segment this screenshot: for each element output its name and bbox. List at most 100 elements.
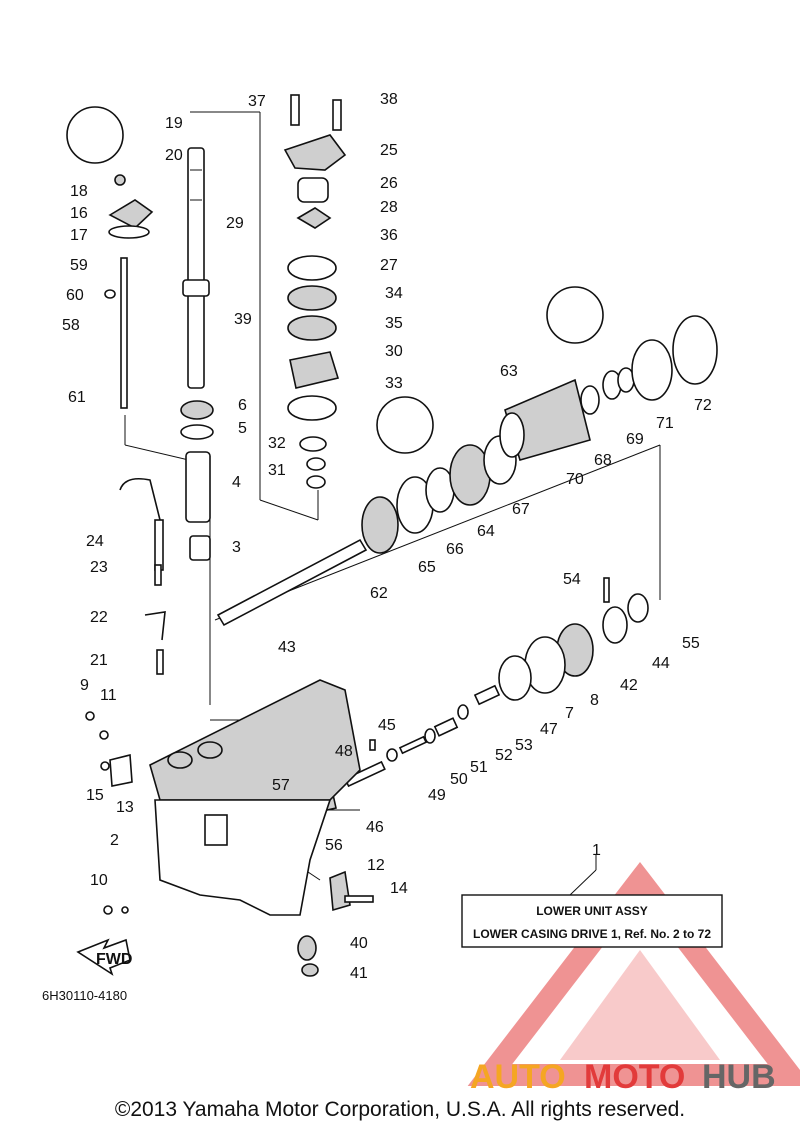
part-label-58: 58 [62, 317, 80, 334]
part-label-33: 33 [385, 375, 403, 392]
part-label-10: 10 [90, 872, 108, 889]
forward-gear [361, 435, 517, 554]
part-label-24: 24 [86, 533, 104, 550]
part-label-60: 60 [66, 287, 84, 304]
part-label-47: 47 [540, 721, 558, 738]
assembly-box: LOWER UNIT ASSY LOWER CASING DRIVE 1, Re… [461, 855, 723, 948]
copyright-notice: ©2013 Yamaha Motor Corporation, U.S.A. A… [114, 1098, 686, 1121]
part-label-25: 25 [380, 142, 398, 159]
trim-tab-and-bolts [85, 711, 374, 977]
part-label-14: 14 [390, 880, 408, 897]
part-label-22: 22 [90, 609, 108, 626]
part-label-70: 70 [566, 471, 584, 488]
part-label-63: 63 [500, 363, 518, 380]
part-label-68: 68 [594, 452, 612, 469]
part-label-64: 64 [477, 523, 495, 540]
part-label-30: 30 [385, 343, 403, 360]
shift-rod [120, 257, 128, 409]
detail-callouts [66, 106, 604, 454]
part-label-65: 65 [418, 559, 436, 576]
watermark-auto: AUTO [470, 1058, 566, 1096]
part-label-54: 54 [563, 571, 581, 588]
part-label-45: 45 [378, 717, 396, 734]
part-label-7: 7 [565, 705, 574, 722]
watermark-logo [467, 861, 800, 1086]
part-label-18: 18 [70, 183, 88, 200]
part-label-46: 46 [366, 819, 384, 836]
part-label-59: 59 [70, 257, 88, 274]
part-label-66: 66 [446, 541, 464, 558]
part-label-3: 3 [232, 539, 241, 556]
propeller-shaft [216, 538, 368, 627]
part-label-41: 41 [350, 965, 368, 982]
part-label-28: 28 [380, 199, 398, 216]
propeller-shaft-housing [499, 315, 718, 461]
part-label-44: 44 [652, 655, 670, 672]
drive-shaft [182, 147, 210, 389]
fwd-arrow-icon: FWD [76, 938, 132, 976]
part-label-39: 39 [234, 311, 252, 328]
part-number-labels: 1234567891011121314151617181920212223242… [62, 91, 712, 982]
part-label-9: 9 [80, 677, 89, 694]
part-label-37: 37 [248, 93, 266, 110]
part-label-36: 36 [380, 227, 398, 244]
part-label-52: 52 [495, 747, 513, 764]
part-label-57: 57 [272, 777, 290, 794]
part-label-69: 69 [626, 431, 644, 448]
pump-bolts [290, 94, 342, 131]
part-label-38: 38 [380, 91, 398, 108]
part-label-34: 34 [385, 285, 403, 302]
part-label-21: 21 [90, 652, 108, 669]
part-label-1: 1 [592, 842, 601, 859]
part-label-50: 50 [450, 771, 468, 788]
part-label-53: 53 [515, 737, 533, 754]
assembly-box-title: LOWER UNIT ASSY [536, 904, 648, 918]
part-label-8: 8 [590, 692, 599, 709]
drive-shaft-bushings [180, 400, 214, 561]
part-label-11: 11 [100, 687, 117, 704]
part-label-6: 6 [238, 397, 247, 414]
watermark-moto: MOTO [584, 1058, 685, 1096]
water-pipe-parts [119, 477, 166, 675]
part-label-61: 61 [68, 389, 86, 406]
lower-casing [149, 679, 361, 916]
part-label-42: 42 [620, 677, 638, 694]
part-label-56: 56 [325, 837, 343, 854]
part-label-15: 15 [86, 787, 104, 804]
part-label-20: 20 [165, 147, 183, 164]
part-label-16: 16 [70, 205, 88, 222]
watermark-hub: HUB [702, 1058, 776, 1096]
shift-rod-cover [104, 174, 154, 299]
part-label-51: 51 [470, 759, 488, 776]
assembly-box-subtitle: LOWER CASING DRIVE 1, Ref. No. 2 to 72 [473, 927, 711, 941]
part-label-5: 5 [238, 420, 247, 437]
part-label-40: 40 [350, 935, 368, 952]
part-label-71: 71 [656, 415, 674, 432]
part-label-31: 31 [268, 462, 286, 479]
part-label-17: 17 [70, 227, 88, 244]
part-label-32: 32 [268, 435, 286, 452]
part-label-48: 48 [335, 743, 353, 760]
part-label-43: 43 [278, 639, 296, 656]
watermark-text: AUTO MOTO HUB [470, 1058, 776, 1096]
fwd-label: FWD [96, 951, 132, 968]
part-label-13: 13 [116, 799, 134, 816]
part-label-55: 55 [682, 635, 700, 652]
reverse-gear-assembly [386, 577, 649, 762]
part-label-67: 67 [512, 501, 530, 518]
part-label-19: 19 [165, 115, 183, 132]
part-label-35: 35 [385, 315, 403, 332]
water-pump-stack [283, 134, 347, 489]
part-label-49: 49 [428, 787, 446, 804]
part-label-23: 23 [90, 559, 108, 576]
part-label-4: 4 [232, 474, 241, 491]
part-label-72: 72 [694, 397, 712, 414]
part-label-29: 29 [226, 215, 244, 232]
part-label-26: 26 [380, 175, 398, 192]
drawing-code: 6H30110-4180 [42, 988, 128, 1003]
part-label-12: 12 [367, 857, 385, 874]
part-label-2: 2 [110, 832, 119, 849]
part-label-62: 62 [370, 585, 388, 602]
part-label-27: 27 [380, 257, 398, 274]
